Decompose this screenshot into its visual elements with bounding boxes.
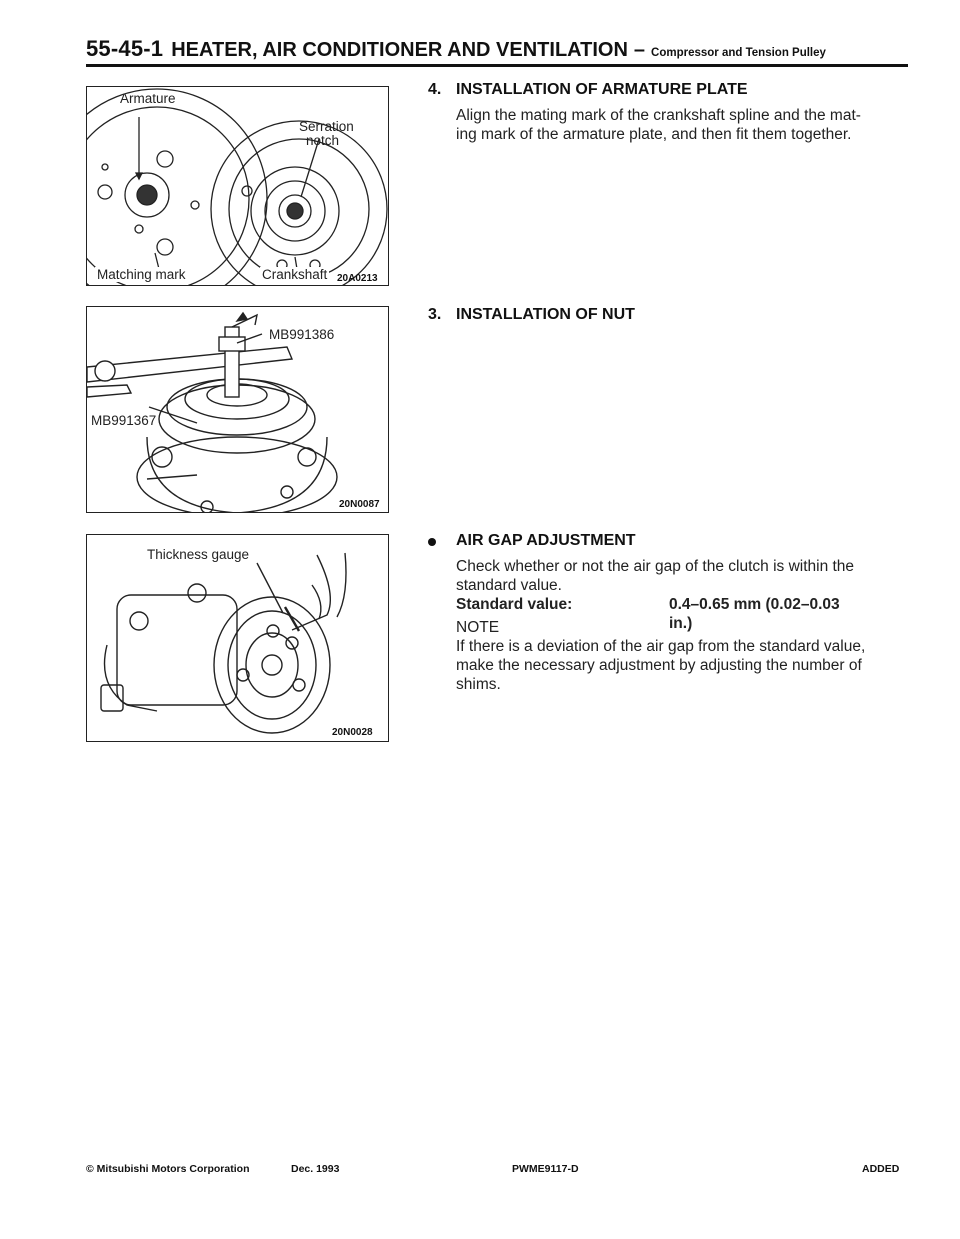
section-4-body: Align the mating mark of the crankshaft … — [456, 106, 861, 144]
section-4-title: INSTALLATION OF ARMATURE PLATE — [456, 81, 748, 98]
air-gap-illustration — [100, 552, 347, 734]
label-tool-mb991367: MB991367 — [89, 413, 159, 428]
label-crankshaft: Crankshaft — [260, 267, 330, 282]
text-line: ing mark of the armature plate, and then… — [456, 126, 852, 143]
text-line: Check whether or not the air gap of the … — [456, 558, 855, 575]
label-tool-mb991386: MB991386 — [267, 327, 337, 342]
section-title: HEATER, AIR CONDITIONER AND VENTILATION — [171, 39, 628, 61]
page-header: 55-45-1 HEATER, AIR CONDITIONER AND VENT… — [86, 36, 908, 68]
text-line: standard value. — [456, 577, 562, 594]
label-matching-mark: Matching mark — [95, 267, 188, 282]
text-line: If there is a deviation of the air gap f… — [456, 638, 866, 655]
text-line: shims. — [456, 676, 501, 693]
label-serration: Serration — [299, 119, 354, 134]
footer-doc-code: PWME9117-D — [512, 1163, 579, 1175]
footer-copyright: © Mitsubishi Motors Corporation — [86, 1163, 250, 1175]
label-notch: notch — [306, 133, 340, 148]
text-line: Align the mating mark of the crankshaft … — [456, 107, 861, 124]
label-thickness-gauge: Thickness gauge — [145, 547, 252, 562]
standard-value: 0.4–0.65 mm (0.02–0.03 in.) — [669, 596, 840, 632]
figure-code: 20N0087 — [339, 499, 380, 510]
figure-armature-plate: Armature Serration notch Matching mark C… — [86, 86, 389, 286]
figure-nut-installation: MB991386 MB991367 20N0087 — [86, 306, 389, 513]
note-label: NOTE — [456, 619, 500, 636]
figure-code: 20N0028 — [332, 727, 373, 738]
figure-code: 20A0213 — [337, 273, 378, 284]
section-3-title: INSTALLATION OF NUT — [456, 306, 635, 323]
armature-plate-illustration — [87, 88, 388, 285]
section-4-number: 4. — [428, 81, 442, 98]
section-4-heading: 4. INSTALLATION OF ARMATURE PLATE — [428, 81, 748, 99]
section-3-heading: 3. INSTALLATION OF NUT — [428, 306, 635, 324]
section-number: 55-45-1 — [86, 36, 164, 61]
air-gap-heading: AIR GAP ADJUSTMENT — [456, 532, 636, 549]
footer-status: ADDED — [862, 1163, 900, 1175]
section-3-number: 3. — [428, 306, 442, 323]
text-line: make the necessary adjustment by adjusti… — [456, 657, 862, 674]
section-subtitle: Compressor and Tension Pulley — [651, 47, 826, 59]
standard-value-row: Standard value: 0.4–0.65 mm (0.02–0.03 i… — [456, 595, 865, 632]
label-armature: Armature — [120, 91, 176, 106]
figure-air-gap: Thickness gauge 20N0028 — [86, 534, 389, 742]
standard-value-label: Standard value: — [456, 596, 573, 613]
title-dash: – — [633, 39, 646, 61]
air-gap-body: Check whether or not the air gap of the … — [456, 557, 865, 694]
header-rule — [86, 64, 908, 67]
footer-date: Dec. 1993 — [291, 1163, 340, 1175]
nut-installation-illustration — [87, 311, 338, 512]
bullet-icon — [428, 538, 436, 546]
